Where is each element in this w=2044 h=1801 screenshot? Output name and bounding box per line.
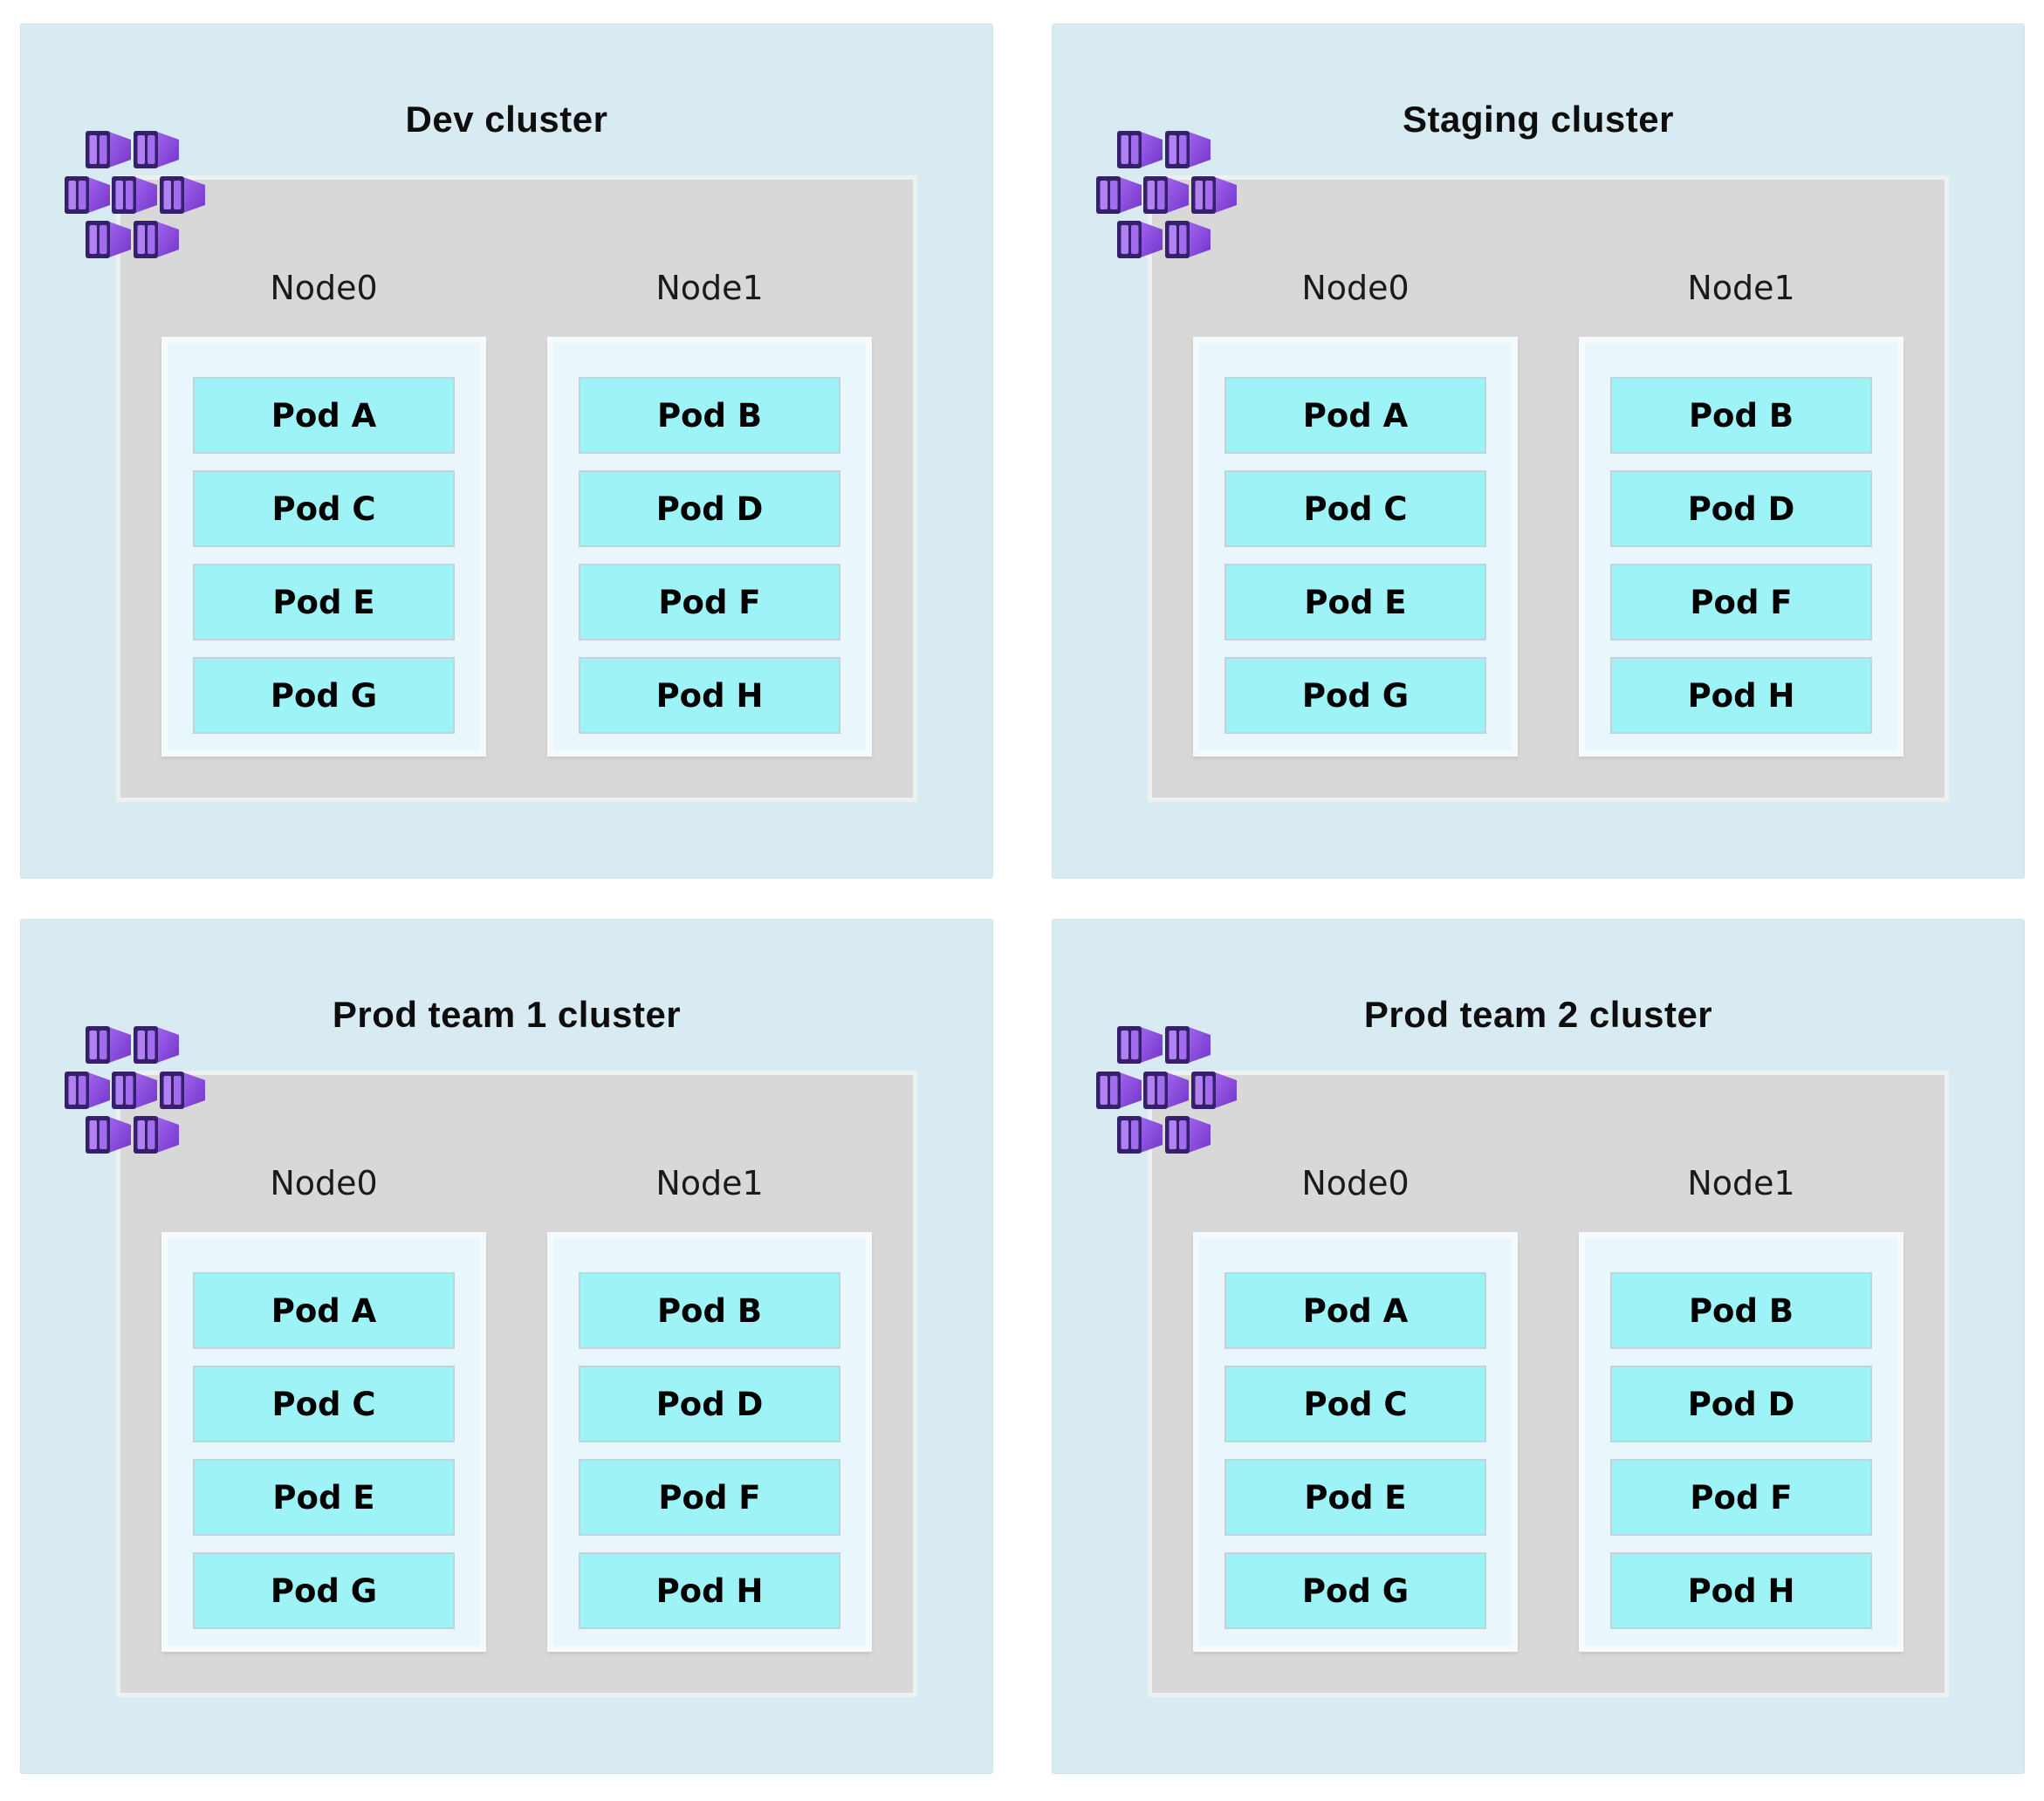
cluster-prod-team-1: Prod team 1 cluster Node0 Pod A Pod C Po… (20, 919, 993, 1774)
node-label: Node1 (1687, 269, 1795, 307)
node-column: Node1 Pod B Pod D Pod F Pod H (1579, 180, 1903, 798)
node-box: Pod B Pod D Pod F Pod H (547, 337, 872, 757)
pod: Pod D (579, 1366, 840, 1442)
cluster-dev: Dev cluster Node0 Pod A Pod C Pod E Pod … (20, 24, 993, 879)
cluster-prod-team-2: Prod team 2 cluster Node0 Pod A Pod C Po… (1052, 919, 2025, 1774)
pod: Pod D (1610, 470, 1872, 547)
pod: Pod F (1610, 1459, 1872, 1536)
pod: Pod B (1610, 1272, 1872, 1349)
pod: Pod F (1610, 564, 1872, 640)
pod: Pod D (1610, 1366, 1872, 1442)
node-box: Pod A Pod C Pod E Pod G (161, 1232, 486, 1652)
node-column: Node0 Pod A Pod C Pod E Pod G (161, 1075, 486, 1693)
pod: Pod H (579, 1552, 840, 1629)
pod: Pod A (193, 377, 455, 454)
node-box: Pod B Pod D Pod F Pod H (547, 1232, 872, 1652)
node-label: Node0 (270, 1164, 378, 1202)
pod: Pod G (193, 1552, 455, 1629)
cluster-title: Dev cluster (405, 99, 608, 140)
node-label: Node1 (655, 1164, 764, 1202)
pod: Pod A (193, 1272, 455, 1349)
pod: Pod G (193, 657, 455, 734)
pod: Pod C (193, 1366, 455, 1442)
pod: Pod G (1224, 657, 1486, 734)
pod: Pod G (1224, 1552, 1486, 1629)
pod: Pod H (1610, 1552, 1872, 1629)
cluster-title: Prod team 2 cluster (1363, 994, 1713, 1035)
pod: Pod B (579, 377, 840, 454)
cluster-title: Staging cluster (1403, 99, 1674, 140)
node-column: Node1 Pod B Pod D Pod F Pod H (547, 180, 872, 798)
node-box: Pod A Pod C Pod E Pod G (1193, 1232, 1518, 1652)
node-column: Node0 Pod A Pod C Pod E Pod G (1193, 180, 1518, 798)
node-box: Pod A Pod C Pod E Pod G (1193, 337, 1518, 757)
pod: Pod C (1224, 470, 1486, 547)
cluster-grid: Dev cluster Node0 Pod A Pod C Pod E Pod … (20, 24, 2025, 1774)
pod: Pod A (1224, 377, 1486, 454)
pod: Pod E (1224, 564, 1486, 640)
containers-cluster-icon (65, 1026, 205, 1154)
pod: Pod B (1610, 377, 1872, 454)
node-label: Node0 (1301, 1164, 1410, 1202)
node-column: Node0 Pod A Pod C Pod E Pod G (161, 180, 486, 798)
node-column: Node1 Pod B Pod D Pod F Pod H (1579, 1075, 1903, 1693)
node-area: Node0 Pod A Pod C Pod E Pod G Node1 Pod … (1148, 1071, 1949, 1697)
node-label: Node0 (270, 269, 378, 307)
pod: Pod F (579, 1459, 840, 1536)
node-box: Pod B Pod D Pod F Pod H (1579, 337, 1903, 757)
node-column: Node0 Pod A Pod C Pod E Pod G (1193, 1075, 1518, 1693)
node-label: Node1 (655, 269, 764, 307)
pod: Pod C (1224, 1366, 1486, 1442)
pod: Pod D (579, 470, 840, 547)
pod: Pod E (193, 1459, 455, 1536)
containers-cluster-icon (1096, 131, 1237, 258)
node-box: Pod B Pod D Pod F Pod H (1579, 1232, 1903, 1652)
node-label: Node0 (1301, 269, 1410, 307)
node-column: Node1 Pod B Pod D Pod F Pod H (547, 1075, 872, 1693)
pod: Pod C (193, 470, 455, 547)
pod: Pod B (579, 1272, 840, 1349)
pod: Pod A (1224, 1272, 1486, 1349)
pod: Pod H (1610, 657, 1872, 734)
pod: Pod F (579, 564, 840, 640)
pod: Pod E (1224, 1459, 1486, 1536)
cluster-title: Prod team 1 cluster (332, 994, 682, 1035)
node-box: Pod A Pod C Pod E Pod G (161, 337, 486, 757)
containers-cluster-icon (1096, 1026, 1237, 1154)
node-area: Node0 Pod A Pod C Pod E Pod G Node1 Pod … (116, 175, 917, 802)
cluster-staging: Staging cluster Node0 Pod A Pod C Pod E … (1052, 24, 2025, 879)
node-area: Node0 Pod A Pod C Pod E Pod G Node1 Pod … (116, 1071, 917, 1697)
node-label: Node1 (1687, 1164, 1795, 1202)
containers-cluster-icon (65, 131, 205, 258)
pod: Pod H (579, 657, 840, 734)
node-area: Node0 Pod A Pod C Pod E Pod G Node1 Pod … (1148, 175, 1949, 802)
pod: Pod E (193, 564, 455, 640)
